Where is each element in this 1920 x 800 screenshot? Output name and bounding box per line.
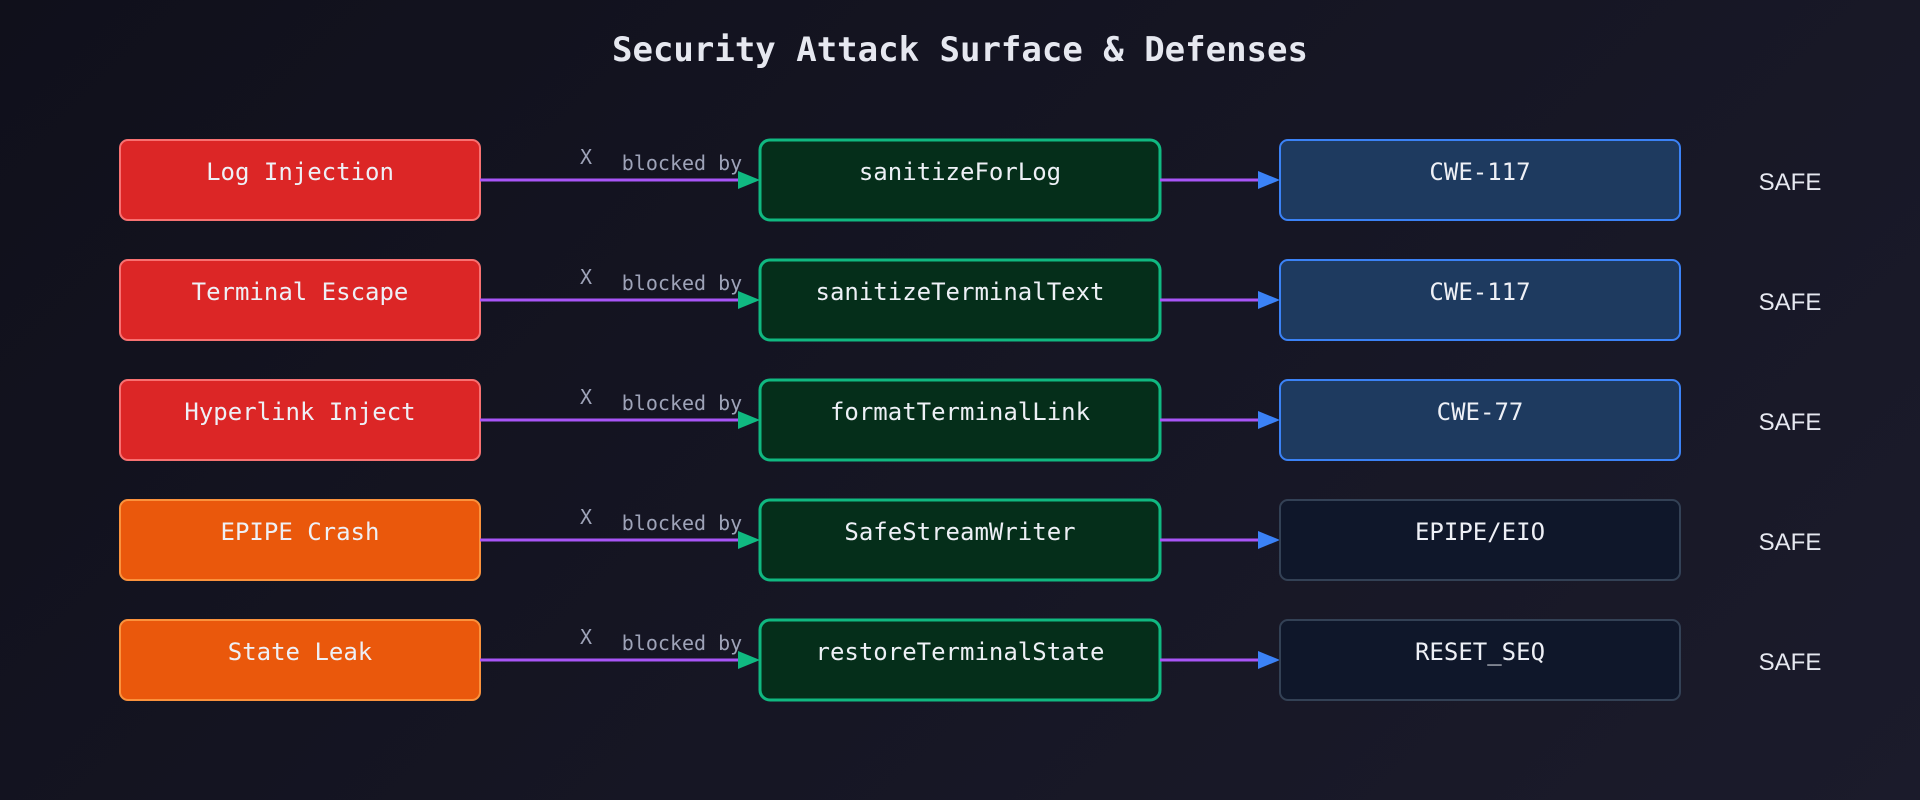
- reference-label: CWE-117: [1429, 158, 1530, 186]
- attack-label: Log Injection: [206, 158, 394, 186]
- reference-label: EPIPE/EIO: [1415, 518, 1545, 546]
- reference-label: CWE-77: [1437, 398, 1524, 426]
- attack-label: Hyperlink Inject: [184, 398, 415, 426]
- defense-label: sanitizeForLog: [859, 158, 1061, 186]
- arrow-head-icon: [738, 531, 760, 549]
- defense-label: restoreTerminalState: [816, 638, 1105, 666]
- blocked-marker: X: [580, 625, 592, 649]
- diagram-title: Security Attack Surface & Defenses: [612, 30, 1308, 70]
- blocked-marker: X: [580, 505, 592, 529]
- arrow-head-icon: [1258, 411, 1280, 429]
- edge-label: blocked by: [622, 391, 742, 415]
- blocked-marker: X: [580, 385, 592, 409]
- reference-box: [1279, 379, 1681, 461]
- reference-box: [1279, 139, 1681, 221]
- arrow-head-icon: [738, 411, 760, 429]
- status-label: SAFE: [1759, 289, 1822, 316]
- attack-label: EPIPE Crash: [221, 518, 380, 546]
- arrow-head-icon: [1258, 291, 1280, 309]
- defense-label: formatTerminalLink: [830, 398, 1091, 426]
- status-label: SAFE: [1759, 169, 1822, 196]
- reference-label: CWE-117: [1429, 278, 1530, 306]
- status-label: SAFE: [1759, 649, 1822, 676]
- arrow-head-icon: [738, 291, 760, 309]
- arrow-head-icon: [738, 651, 760, 669]
- arrow-head-icon: [1258, 171, 1280, 189]
- edge-label: blocked by: [622, 511, 742, 535]
- blocked-marker: X: [580, 145, 592, 169]
- edge-label: blocked by: [622, 631, 742, 655]
- arrow-head-icon: [1258, 651, 1280, 669]
- arrow-head-icon: [738, 171, 760, 189]
- reference-box: [1279, 619, 1681, 701]
- status-label: SAFE: [1759, 529, 1822, 556]
- arrow-head-icon: [1258, 531, 1280, 549]
- attack-label: State Leak: [228, 638, 373, 666]
- attack-label: Terminal Escape: [192, 278, 409, 306]
- reference-label: RESET_SEQ: [1415, 638, 1545, 666]
- defense-label: SafeStreamWriter: [844, 518, 1075, 546]
- blocked-marker: X: [580, 265, 592, 289]
- reference-box: [1279, 259, 1681, 341]
- status-label: SAFE: [1759, 409, 1822, 436]
- reference-box: [1279, 499, 1681, 581]
- edge-label: blocked by: [622, 151, 742, 175]
- defense-label: sanitizeTerminalText: [816, 278, 1105, 306]
- edge-label: blocked by: [622, 271, 742, 295]
